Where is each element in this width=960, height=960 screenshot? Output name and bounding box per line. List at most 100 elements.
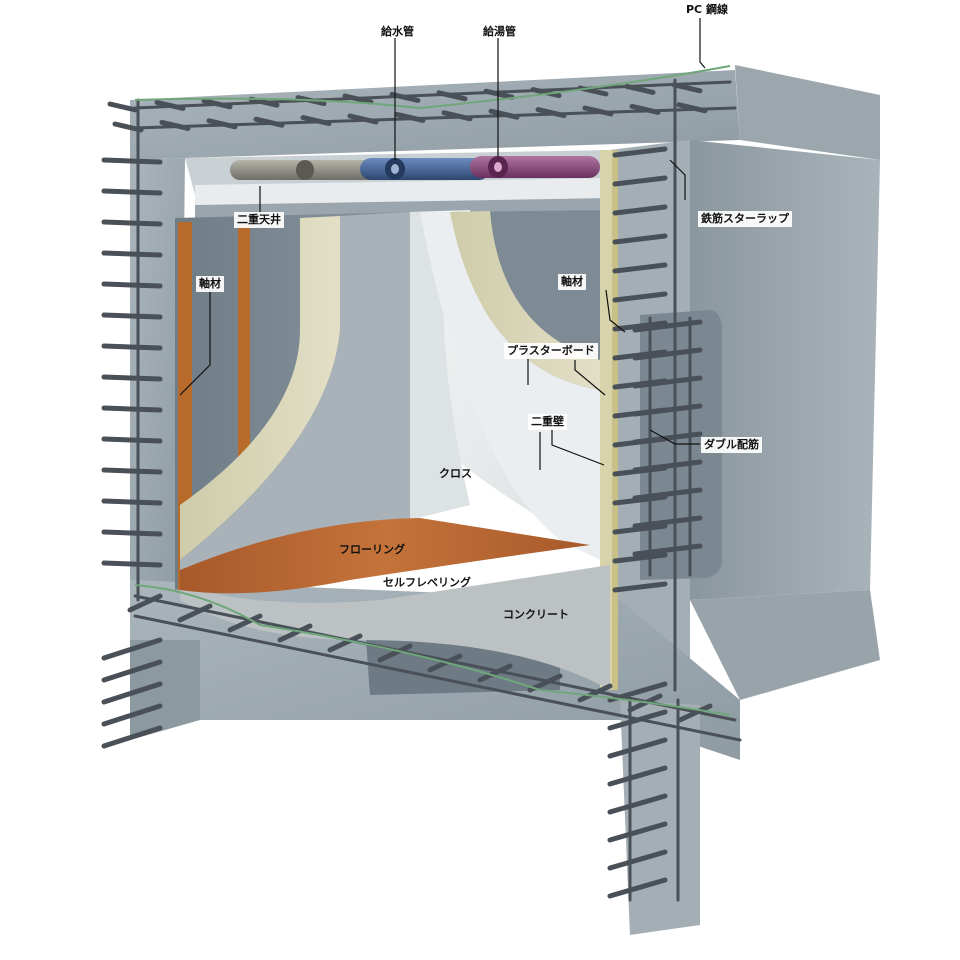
rebar-left-stub [101, 374, 163, 382]
rebar-top-stub [488, 108, 520, 120]
rebar-double-stub [632, 347, 703, 361]
rebar-left-stub [101, 312, 163, 320]
rebar-bottom-stub [277, 623, 313, 643]
rebar-beam-stub [607, 709, 668, 731]
rebar-right-stub [612, 581, 668, 593]
rebar-left-stub [101, 498, 163, 506]
self-leveling-layer [180, 565, 610, 690]
rebar-top-stub [483, 88, 515, 100]
rebar-top-stub [629, 103, 661, 115]
ceiling-underside [195, 198, 610, 218]
rebar-bottom-stub [227, 613, 263, 633]
rebar-bottom-long [133, 594, 737, 722]
rebar-top-stub [582, 105, 614, 117]
rebar-top-stub [154, 99, 186, 111]
rebar-bottom-stub [377, 643, 413, 663]
rebar-left-stub [101, 157, 163, 165]
rebar-bottom-stub [177, 603, 213, 623]
rebar-right-stub [612, 320, 668, 332]
rebar-beam-stub [607, 737, 668, 759]
rebar-top-stub [347, 113, 379, 125]
label-concrete: コンクリート [503, 608, 569, 621]
rebar-top-stub [671, 82, 703, 94]
top-slab [130, 70, 740, 160]
rebar-left-stub [101, 436, 163, 444]
label-plasterboard: プラスターボード [504, 343, 598, 359]
rebar-double-stub [632, 487, 703, 501]
right-wall [690, 140, 880, 600]
rebar-bottom-stub [127, 593, 163, 613]
plasterboard-left [180, 216, 340, 560]
rebar-left-stub [101, 343, 163, 351]
rebar-right-stub [612, 552, 668, 564]
rebar-beam-stub [607, 765, 668, 787]
rebar-left-stub [101, 560, 163, 568]
rebar-top-stub [441, 110, 473, 122]
bottom-slab-end [690, 590, 880, 700]
rebar-top-stub [253, 116, 285, 128]
rebar-right-stub [612, 175, 668, 187]
rebar-double-stub [632, 543, 703, 557]
flooring [180, 518, 590, 594]
rebar-top-stub [159, 119, 191, 131]
rebar-foot-stub [101, 703, 163, 727]
pc-strand-top [134, 65, 731, 110]
rebar-double-stub [632, 319, 703, 333]
rebar-top-stub [394, 111, 426, 123]
rebar-left-stub [101, 219, 163, 227]
label-double-rebar: ダブル配筋 [701, 437, 762, 453]
rebar-top-stub [107, 101, 139, 113]
double-ceiling-board [195, 178, 610, 205]
rebar-double-stub [632, 431, 703, 445]
label-pc-strand: PC 鋼線 [686, 3, 728, 16]
rebar-top-stub [535, 107, 567, 119]
rebar-top-stub [624, 83, 656, 95]
rebar-right-stub [612, 523, 668, 535]
label-double-ceiling: 二重天井 [234, 212, 284, 228]
rebar-beam-stub [607, 793, 668, 815]
rebar-right-stub [612, 146, 668, 158]
pc-strand-bottom [134, 584, 731, 716]
rebar-double-stub [632, 375, 703, 389]
rebar-top-stub [676, 102, 708, 114]
rebar-beam-stub [607, 821, 668, 843]
lower-beam [620, 700, 700, 935]
rebar-left-stub [101, 405, 163, 413]
top-slab-end [735, 65, 880, 160]
pipes [230, 156, 600, 180]
rebar-beam-stub [607, 849, 668, 871]
label-flooring: フローリング [339, 543, 405, 556]
rebar-left-stub [101, 188, 163, 196]
rebar-right-stub [612, 204, 668, 216]
rebar-double-stub [632, 403, 703, 417]
rebar-left-stub [101, 467, 163, 475]
cloth-wall-main [400, 212, 470, 520]
cloth-right [420, 212, 600, 560]
rebar-bottom-stub [477, 663, 513, 683]
label-stud-left: 軸材 [196, 276, 224, 292]
rebar-left-stub [101, 529, 163, 537]
rebar-top-stub [436, 90, 468, 102]
rebar-top-stub [201, 98, 233, 110]
label-stud-right: 軸材 [558, 274, 586, 290]
rebar-double-stub [632, 459, 703, 473]
rebar-right-stub [612, 291, 668, 303]
label-cloth: クロス [439, 467, 472, 480]
rebar-top-stub [206, 118, 238, 130]
label-stirrup: 鉄筋スターラップ [698, 211, 792, 227]
rebar-foot-stub [101, 681, 163, 705]
rebar-bottom-stub [327, 633, 363, 653]
rebar-top-stub [530, 87, 562, 99]
rebar-right-stub [612, 262, 668, 274]
label-double-wall: 二重壁 [528, 414, 567, 430]
rebar-left-stub [101, 281, 163, 289]
cloth-left [180, 212, 410, 590]
rebar-left-stub [101, 250, 163, 258]
rebar-top-stub [300, 115, 332, 127]
stud-left-1 [178, 222, 192, 590]
label-hot-water-pipe: 給湯管 [483, 25, 516, 38]
rebar-beam-stub [607, 877, 668, 899]
rebar-top-stub [389, 91, 421, 103]
rebar-bottom-stub [577, 683, 613, 703]
